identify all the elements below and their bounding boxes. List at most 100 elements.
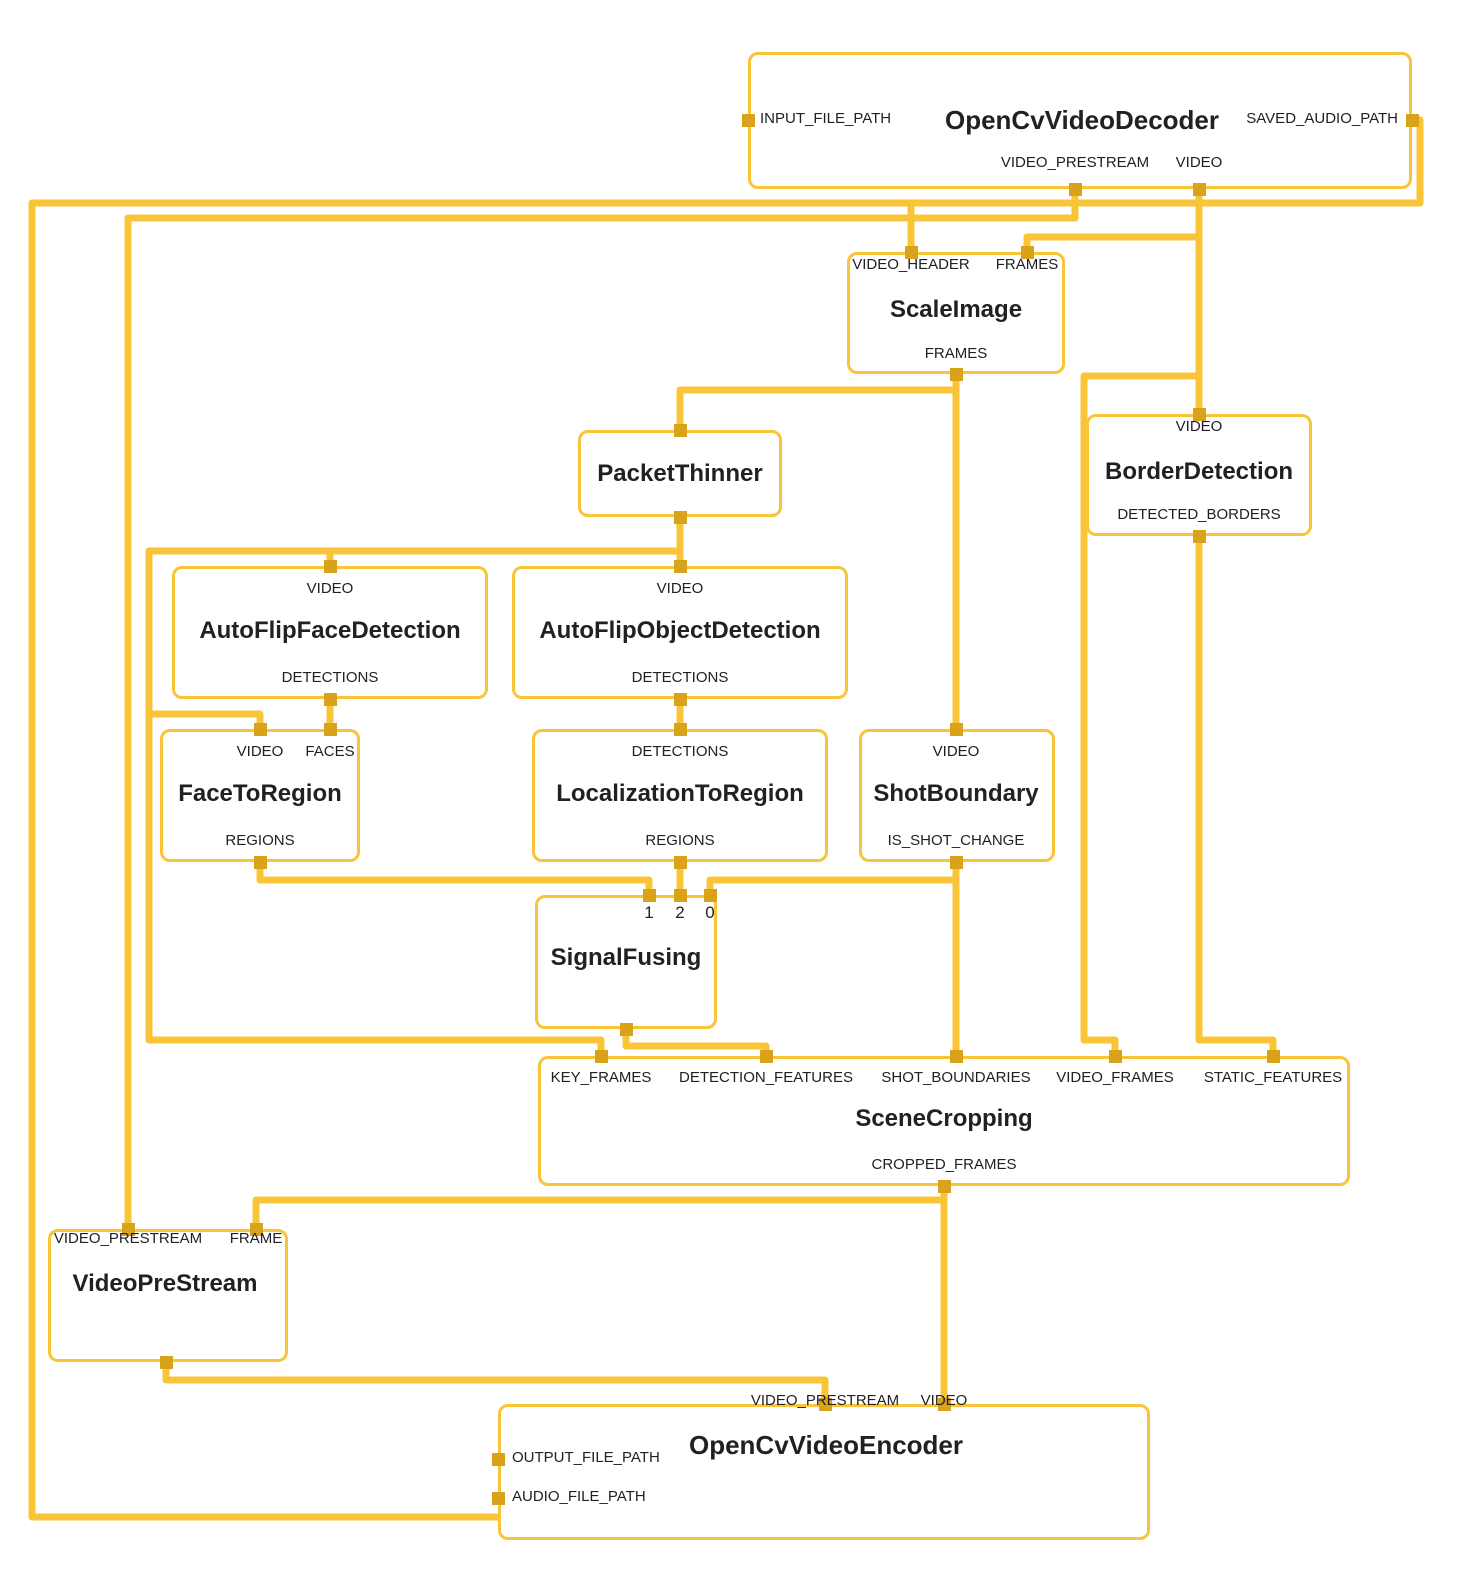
- edge: [706, 862, 960, 895]
- node-signal_fusing[interactable]: [535, 895, 717, 1029]
- edge: [622, 1029, 770, 1056]
- input-label-border_detection-video: VIDEO: [1175, 418, 1223, 435]
- node-scale_image[interactable]: [847, 252, 1065, 374]
- output-label-scale_image-frames: FRAMES: [924, 345, 988, 362]
- input-port-face_to_region-video[interactable]: [254, 723, 267, 736]
- input-port-scene_cropping-static_features[interactable]: [1267, 1050, 1280, 1063]
- output-port-open_cv_video_decoder-video[interactable]: [1193, 183, 1206, 196]
- node-open_cv_video_encoder[interactable]: [498, 1404, 1150, 1540]
- output-port-face_to_region-regions[interactable]: [254, 856, 267, 869]
- output-label-border_detection-detected_borders: DETECTED_BORDERS: [1117, 506, 1281, 523]
- edge: [252, 1196, 944, 1229]
- node-border_detection[interactable]: [1086, 414, 1312, 536]
- output-port-autoflip_face_detection-detections[interactable]: [324, 693, 337, 706]
- output-label-open_cv_video_decoder-saved_audio_path: SAVED_AUDIO_PATH: [1246, 110, 1398, 127]
- output-port-open_cv_video_decoder-video_prestream[interactable]: [1069, 183, 1082, 196]
- input-port-face_to_region-faces[interactable]: [324, 723, 337, 736]
- edge: [256, 862, 653, 895]
- input-label-signal_fusing-1: 1: [644, 903, 654, 922]
- input-label-scene_cropping-shot_boundaries: SHOT_BOUNDARIES: [881, 1069, 1031, 1086]
- input-port-scene_cropping-shot_boundaries[interactable]: [950, 1050, 963, 1063]
- input-label-open_cv_video_encoder-video: VIDEO: [920, 1392, 968, 1409]
- node-open_cv_video_decoder[interactable]: [748, 52, 1412, 189]
- input-port-packet_thinner[interactable]: [674, 424, 687, 437]
- node-title-face_to_region: FaceToRegion: [178, 780, 342, 807]
- output-port-autoflip_object_detection-detections[interactable]: [674, 693, 687, 706]
- input-port-open_cv_video_decoder-input_file_path[interactable]: [742, 114, 755, 127]
- input-port-signal_fusing-0[interactable]: [704, 889, 717, 902]
- node-title-localization_to_region: LocalizationToRegion: [556, 780, 804, 807]
- node-title-packet_thinner: PacketThinner: [597, 460, 763, 487]
- output-port-localization_to_region-regions[interactable]: [674, 856, 687, 869]
- node-title-video_pre_stream: VideoPreStream: [72, 1270, 258, 1297]
- edge: [1080, 372, 1199, 1056]
- input-port-video_pre_stream-video_prestream[interactable]: [122, 1223, 135, 1236]
- input-port-autoflip_object_detection-video[interactable]: [674, 560, 687, 573]
- input-port-signal_fusing-1[interactable]: [643, 889, 656, 902]
- input-port-video_pre_stream-frame[interactable]: [250, 1223, 263, 1236]
- output-port-scale_image-frames[interactable]: [950, 368, 963, 381]
- output-port-packet_thinner[interactable]: [674, 511, 687, 524]
- node-title-autoflip_object_detection: AutoFlipObjectDetection: [539, 617, 821, 644]
- output-label-shot_boundary-is_shot_change: IS_SHOT_CHANGE: [887, 832, 1025, 849]
- node-title-open_cv_video_encoder: OpenCvVideoEncoder: [688, 1430, 964, 1460]
- input-label-signal_fusing-0: 0: [705, 903, 715, 922]
- input-label-scene_cropping-key_frames: KEY_FRAMES: [550, 1069, 652, 1086]
- input-label-signal_fusing-2: 2: [675, 903, 685, 922]
- input-label-scene_cropping-static_features: STATIC_FEATURES: [1203, 1069, 1343, 1086]
- input-port-open_cv_video_encoder-output_file_path[interactable]: [492, 1453, 505, 1466]
- output-port-open_cv_video_decoder-saved_audio_path[interactable]: [1406, 114, 1419, 127]
- edge: [162, 1362, 829, 1404]
- edge: [907, 189, 1079, 252]
- input-port-scene_cropping-detection_features[interactable]: [760, 1050, 773, 1063]
- input-label-video_pre_stream-video_prestream: VIDEO_PRESTREAM: [53, 1230, 203, 1247]
- input-port-scene_cropping-key_frames[interactable]: [595, 1050, 608, 1063]
- input-label-autoflip_face_detection-video: VIDEO: [306, 580, 354, 597]
- input-port-scale_image-video_header[interactable]: [905, 246, 918, 259]
- input-port-open_cv_video_encoder-video_prestream[interactable]: [819, 1398, 832, 1411]
- input-label-open_cv_video_decoder-input_file_path: INPUT_FILE_PATH: [760, 110, 892, 127]
- input-port-scene_cropping-video_frames[interactable]: [1109, 1050, 1122, 1063]
- input-label-autoflip_object_detection-video: VIDEO: [656, 580, 704, 597]
- input-port-autoflip_face_detection-video[interactable]: [324, 560, 337, 573]
- output-label-face_to_region-regions: REGIONS: [225, 832, 295, 849]
- node-title-shot_boundary: ShotBoundary: [873, 780, 1039, 807]
- node-title-open_cv_video_decoder: OpenCvVideoDecoder: [944, 105, 1220, 135]
- edge: [676, 374, 960, 430]
- input-port-open_cv_video_encoder-video[interactable]: [938, 1398, 951, 1411]
- input-port-open_cv_video_encoder-audio_file_path[interactable]: [492, 1492, 505, 1505]
- input-label-face_to_region-faces: FACES: [305, 743, 355, 760]
- output-label-open_cv_video_decoder-video: VIDEO: [1175, 154, 1223, 171]
- output-port-video_pre_stream[interactable]: [160, 1356, 173, 1369]
- edge: [145, 551, 605, 1056]
- output-port-scene_cropping-cropped_frames[interactable]: [938, 1180, 951, 1193]
- input-label-scale_image-video_header: VIDEO_HEADER: [852, 256, 970, 273]
- input-label-video_pre_stream-frame: FRAME: [229, 1230, 283, 1247]
- node-title-signal_fusing: SignalFusing: [550, 944, 702, 971]
- node-title-border_detection: BorderDetection: [1104, 458, 1294, 485]
- output-port-signal_fusing[interactable]: [620, 1023, 633, 1036]
- output-label-autoflip_face_detection-detections: DETECTIONS: [281, 669, 379, 686]
- input-label-open_cv_video_encoder-audio_file_path: AUDIO_FILE_PATH: [512, 1488, 646, 1505]
- input-label-shot_boundary-video: VIDEO: [932, 743, 980, 760]
- input-label-open_cv_video_encoder-output_file_path: OUTPUT_FILE_PATH: [512, 1449, 660, 1466]
- output-label-scene_cropping-cropped_frames: CROPPED_FRAMES: [871, 1156, 1017, 1173]
- input-label-scene_cropping-detection_features: DETECTION_FEATURES: [679, 1069, 853, 1086]
- input-port-signal_fusing-2[interactable]: [674, 889, 687, 902]
- input-port-scale_image-frames[interactable]: [1021, 246, 1034, 259]
- input-label-scene_cropping-video_frames: VIDEO_FRAMES: [1056, 1069, 1174, 1086]
- output-port-shot_boundary-is_shot_change[interactable]: [950, 856, 963, 869]
- input-port-border_detection-video[interactable]: [1193, 408, 1206, 421]
- node-title-scene_cropping: SceneCropping: [855, 1105, 1033, 1132]
- node-title-autoflip_face_detection: AutoFlipFaceDetection: [199, 617, 461, 644]
- output-port-border_detection-detected_borders[interactable]: [1193, 530, 1206, 543]
- input-port-localization_to_region-detections[interactable]: [674, 723, 687, 736]
- node-face_to_region[interactable]: [160, 729, 360, 862]
- output-label-open_cv_video_decoder-video_prestream: VIDEO_PRESTREAM: [1000, 154, 1150, 171]
- edge: [1195, 536, 1277, 1056]
- node-title-scale_image: ScaleImage: [889, 296, 1023, 323]
- input-port-shot_boundary-video[interactable]: [950, 723, 963, 736]
- output-label-localization_to_region-regions: REGIONS: [645, 832, 715, 849]
